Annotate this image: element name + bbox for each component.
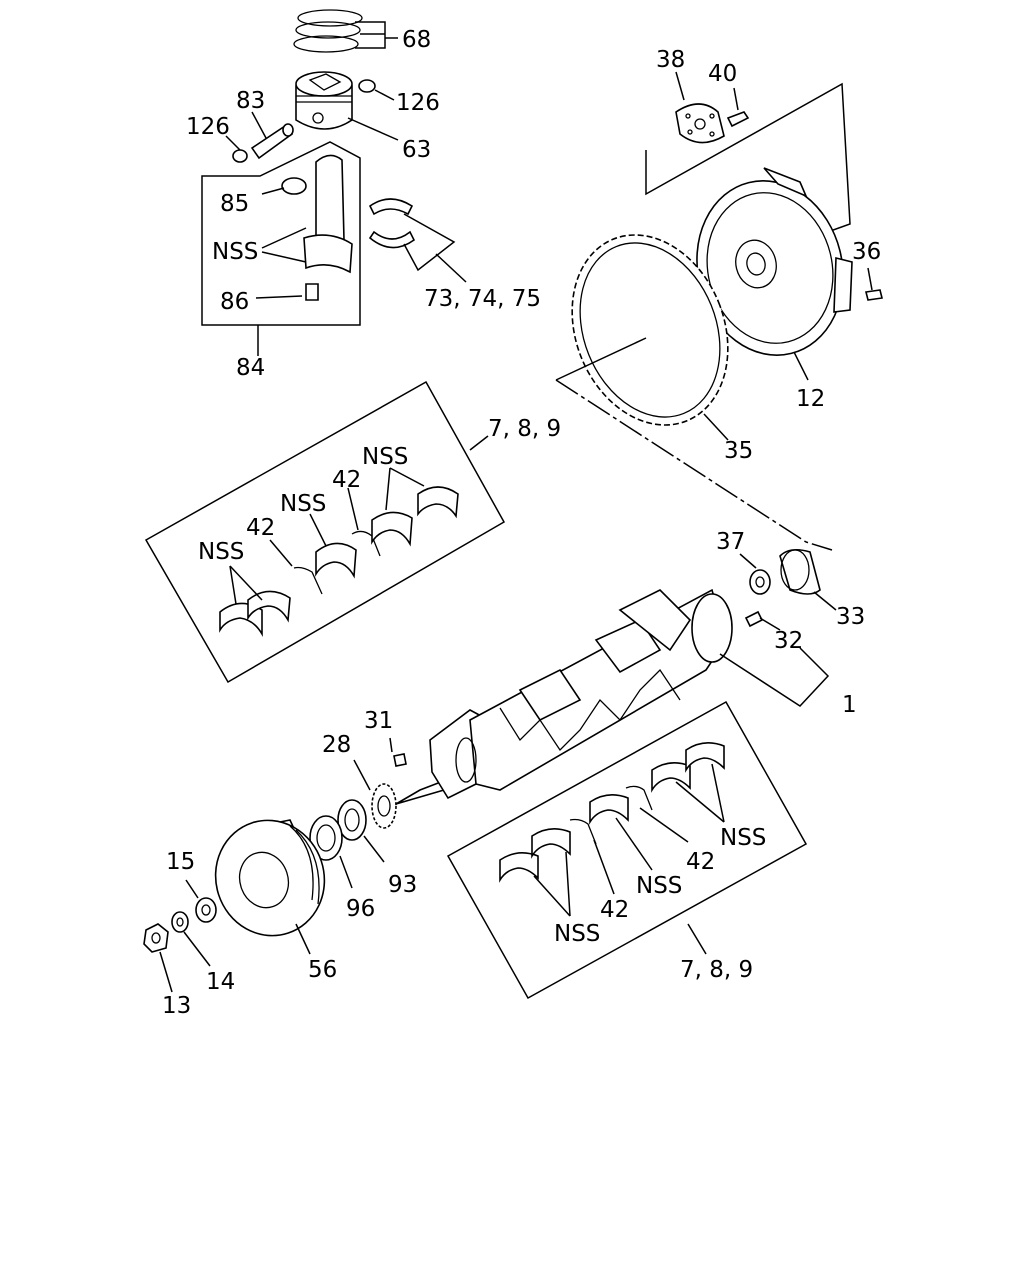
callout-85: 85 [220, 191, 249, 217]
callout-31: 31 [364, 708, 393, 734]
callout-12: 12 [796, 386, 825, 412]
piston-rings [293, 9, 398, 53]
callout-126-right: 126 [396, 90, 440, 116]
ring-gear [555, 234, 729, 441]
crank-gear [353, 759, 397, 829]
piston-pin [250, 111, 294, 160]
pulley-bushing-15 [185, 879, 217, 923]
callout-15: 15 [166, 849, 195, 875]
main-bearing-set-top [144, 380, 506, 684]
crankshaft-pulley [214, 819, 326, 955]
oil-seal-93 [337, 799, 385, 863]
piston-pin-clip-right [358, 79, 395, 101]
callout-42-top-1: 42 [246, 515, 275, 541]
connecting-rod-assembly [201, 141, 361, 356]
spacer-96 [309, 815, 353, 889]
callout-63: 63 [402, 137, 431, 163]
callout-36: 36 [852, 239, 881, 265]
flywheel-adapter-plate [675, 71, 725, 144]
callout-40: 40 [708, 61, 737, 87]
callout-96: 96 [346, 896, 375, 922]
callout-nss-bottom-2: NSS [636, 873, 682, 899]
callout-32: 32 [774, 628, 803, 654]
callout-42-top-2: 42 [332, 467, 361, 493]
callout-7-8-9-top: 7, 8, 9 [488, 416, 561, 442]
callout-nss-bottom-3: NSS [720, 825, 766, 851]
callout-84: 84 [236, 355, 265, 381]
callout-35: 35 [724, 438, 753, 464]
callout-13: 13 [162, 993, 191, 1019]
callout-nss-top-3: NSS [362, 444, 408, 470]
callout-nss-top-2: NSS [280, 491, 326, 517]
piston-pin-clip-left [225, 135, 248, 163]
crankshaft [395, 588, 830, 805]
callout-33: 33 [836, 604, 865, 630]
callout-126-left: 126 [186, 114, 230, 140]
callout-nss-rod: NSS [212, 239, 258, 265]
callout-1: 1 [842, 692, 857, 718]
callout-7-8-9-bottom: 7, 8, 9 [680, 957, 753, 983]
piston [295, 71, 399, 141]
callout-83: 83 [236, 88, 265, 114]
callout-93: 93 [388, 872, 417, 898]
rear-wear-sleeve [779, 548, 837, 611]
callout-37: 37 [716, 529, 745, 555]
callout-nss-bottom-1: NSS [554, 921, 600, 947]
rod-bearing-shells [368, 198, 467, 283]
callout-68: 68 [402, 27, 431, 53]
pilot-bearing [739, 553, 771, 595]
flywheel-bracket-line [645, 82, 851, 235]
callout-42-bottom-1: 42 [600, 897, 629, 923]
crank-key [389, 737, 407, 767]
callout-42-bottom-2: 42 [686, 849, 715, 875]
main-bearing-set-bottom [446, 700, 808, 1000]
callout-86: 86 [220, 289, 249, 315]
callout-nss-top-1: NSS [198, 539, 244, 565]
flywheel-bolt [726, 87, 750, 128]
ring-gear-leader [555, 379, 833, 551]
callout-56: 56 [308, 957, 337, 983]
dowel-pin-36 [865, 267, 883, 301]
callout-14: 14 [206, 969, 235, 995]
washer-14 [171, 911, 211, 967]
callout-28: 28 [322, 732, 351, 758]
flywheel [696, 167, 853, 381]
nut-13 [143, 923, 173, 993]
callout-73-74-75: 73, 74, 75 [424, 286, 541, 312]
callout-38: 38 [656, 47, 685, 73]
